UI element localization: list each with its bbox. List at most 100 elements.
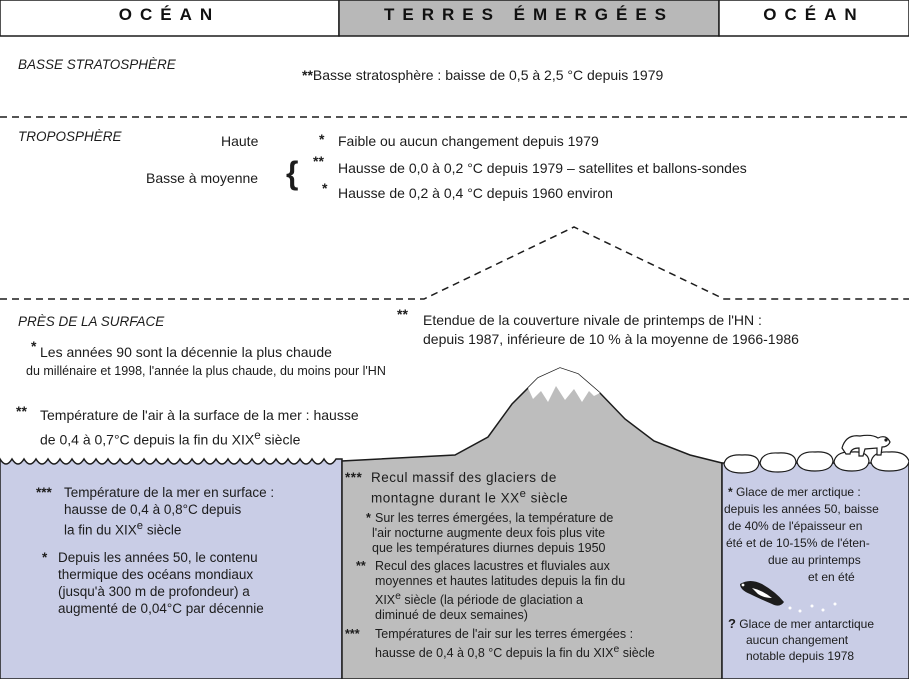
surface-label: PRÈS DE LA SURFACE [18,314,165,329]
stratosphere-stars: ** [302,67,313,83]
glacier-block: *** Recul massif des glaciers de montagn… [345,470,717,507]
sst-line-3-sup: e [136,520,144,532]
decade-stars: * [31,338,37,354]
troposphere-upper-text: Faible ou aucun changement depuis 1979 [338,133,599,149]
header-land: TERRES ÉMERGÉES [383,5,675,24]
night-stars: * [366,510,371,525]
lake-line-3-post: siècle (la période de glaciation a [400,592,584,607]
sst-line-3: la fin du XIXe siècle [64,518,336,539]
sst-stars: *** [36,485,52,500]
separator-tropopause [0,226,909,300]
troposphere-lower2-text: Hausse de 0,2 à 0,4 °C depuis 1960 envir… [338,185,613,201]
glacier-line-1: Recul massif des glaciers de [371,470,557,485]
air-line-2-pre: hausse de 0,4 à 0,8 °C depuis la fin du … [375,645,614,660]
sst-air-line-2-pre: de 0,4 à 0,7°C depuis la fin du XIX [40,431,255,448]
arctic-line-5: due au printemps [768,553,861,567]
glacier-line-2-sup: e [519,488,527,500]
arctic-line-1-row: * Glace de mer arctique : [724,484,909,501]
lake-line-4: diminué de deux semaines) [375,607,528,622]
heat-line-3: (jusqu'à 300 m de profondeur) a [58,583,250,599]
decade-line-2: du millénaire et 1998, l'année la plus c… [26,364,386,378]
ice-floe-icon [723,451,909,474]
heat-line-4: augmenté de 0,04°C par décennie [58,600,264,616]
arctic-stars: * [728,485,733,499]
lake-block: ** Recul des glaces lacustres et fluvial… [345,559,717,623]
air-block: *** Températures de l'air sur les terres… [345,627,717,661]
stratosphere-text: **Basse stratosphère : baisse de 0,5 à 2… [302,67,663,84]
air-line-2: hausse de 0,4 à 0,8 °C depuis la fin du … [375,642,717,661]
air-line-2-post: siècle [619,645,655,660]
ocean-left-box: *** Température de la mer en surface : h… [36,484,336,617]
troposphere-label: TROPOSPHÈRE [18,129,122,144]
air-stars: *** [345,626,360,641]
antarctic-line-1-row: ? Glace de mer antarctique [728,616,909,632]
antarctic-mark: ? [728,616,736,631]
ocean-left-area [0,457,343,679]
antarctic-line-2: aucun changement [746,633,849,647]
swim-trail [788,602,837,613]
snow-line-1: Etendue de la couverture nivale de print… [423,312,762,328]
air-line-1: Températures de l'air sur les terres éme… [375,626,634,641]
arctic-line-4: été et de 10-15% de l'éten- [726,536,870,550]
lake-line-3-pre: XIX [375,592,396,607]
heat-line-1: Depuis les années 50, le contenu [58,549,258,565]
sst-line-3-pre: la fin du XIX [64,522,137,538]
arctic-line-2: depuis les années 50, baisse [724,502,879,516]
polar-bear-icon [841,434,891,457]
air-line-2-sup: e [613,643,620,655]
snow-stars: ** [397,306,408,322]
snow-cap [528,368,600,402]
heat-line-2: thermique des océans mondiaux [58,566,254,582]
snow-line-2: depuis 1987, inférieure de 10 % à la moy… [423,331,799,347]
sst-line-2: hausse de 0,4 à 0,8°C depuis [64,502,242,517]
arctic-box: * Glace de mer arctique : depuis les ann… [724,484,909,586]
arctic-line-3: de 40% de l'épaisseur en [728,519,863,533]
stratosphere-text-content: Basse stratosphère : baisse de 0,5 à 2,5… [312,67,664,83]
heat-stars: * [42,549,48,565]
decade-line-1: Les années 90 sont la décennie la plus c… [40,344,332,360]
troposphere-lower-label: Basse à moyenne [146,170,259,186]
troposphere-upper-stars: * [319,131,325,147]
heat-block: * Depuis les années 50, le contenu therm… [30,549,336,617]
troposphere-lower2-stars: * [322,180,328,196]
sst-air-line-1: Température de l'air à la surface de la … [40,407,359,423]
lake-stars: ** [356,558,366,573]
lake-line-3-sup: e [395,590,401,602]
night-line-2: l'air nocturne augmente deux fois plus v… [372,525,606,540]
lake-line-3: XIXe siècle (la période de glaciation a [375,589,717,608]
penguin-icon [740,581,784,606]
sst-air-line-2: de 0,4 à 0,7°C depuis la fin du XIXe siè… [40,427,300,449]
troposphere-upper-label: Haute [221,133,259,149]
lake-line-2: moyennes et hautes latitudes depuis la f… [375,573,626,588]
lake-line-1: Recul des glaces lacustres et fluviales … [375,558,610,573]
troposphere-brace: { [286,155,299,191]
header-ocean-right-bg [718,0,909,37]
glacier-stars: *** [345,470,363,485]
header-ocean-right: OCÉAN [763,5,865,24]
glacier-line-2-post: siècle [526,490,569,506]
arctic-line-6: et en été [808,570,855,584]
land-box: *** Recul massif des glaciers de montagn… [345,470,717,661]
night-line-1: Sur les terres émergées, la température … [375,510,614,525]
sst-block: *** Température de la mer en surface : h… [36,484,336,539]
night-line-3: que les températures diurnes depuis 1950 [372,540,606,555]
header-ocean-left: OCÉAN [118,5,221,24]
arctic-line-1: Glace de mer arctique : [736,485,861,499]
sst-air-line-2-post: siècle [260,431,301,448]
sst-air-line-2-sup: e [254,429,261,442]
glacier-line-2-pre: montagne durant le XX [371,490,520,506]
sst-air-stars: ** [16,403,27,419]
troposphere-lower1-stars: ** [313,153,324,169]
sst-line-3-post: siècle [143,522,182,538]
antarctic-line-3: notable depuis 1978 [746,649,855,663]
sst-line-1: Température de la mer en surface : [64,485,275,500]
antarctic-line-1: Glace de mer antarctique [739,617,875,631]
antarctic-box: ? Glace de mer antarctique aucun changem… [728,616,909,664]
header-land-bg [338,0,720,37]
stratosphere-label: BASSE STRATOSPHÈRE [18,57,176,72]
glacier-line-2: montagne durant le XXe siècle [371,486,717,507]
troposphere-lower1-text: Hausse de 0,0 à 0,2 °C depuis 1979 – sat… [338,160,747,176]
night-block: * Sur les terres émergées, la températur… [345,511,717,556]
